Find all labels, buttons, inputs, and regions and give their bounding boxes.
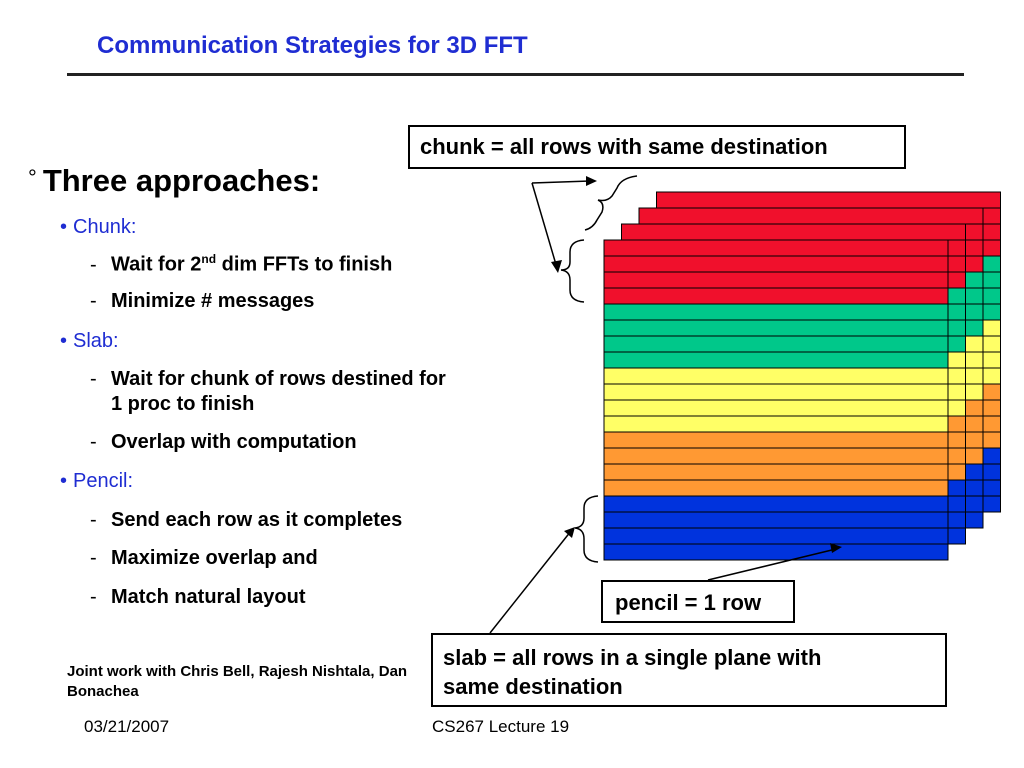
pencil-arrow-line xyxy=(707,548,837,581)
dash: - xyxy=(90,290,97,312)
row-green xyxy=(603,335,949,353)
slab-brace xyxy=(574,495,599,563)
pencil-item-2: -Maximize overlap and xyxy=(90,547,318,570)
chunk-arrow-line-b xyxy=(531,180,591,184)
row-yellow xyxy=(603,399,949,417)
item-text: Send each row as it completes xyxy=(111,509,403,531)
approach-label: Chunk: xyxy=(73,216,137,238)
slab-callout-line-1: slab = all rows in a single plane with xyxy=(443,645,822,670)
approach-pencil: •Pencil: xyxy=(60,470,133,493)
row-yellow xyxy=(603,383,949,401)
approach-chunk: •Chunk: xyxy=(60,216,136,239)
pencil-arrowhead xyxy=(830,543,842,553)
heading-text: Three approaches: xyxy=(42,163,321,198)
slab-arrow-line xyxy=(489,530,572,634)
row-yellow xyxy=(603,367,949,385)
row-orange xyxy=(603,431,949,449)
item-text: Overlap with computation xyxy=(111,431,357,453)
row-blue xyxy=(603,543,949,561)
title-underline xyxy=(67,73,964,76)
row-red xyxy=(603,271,949,289)
item-text: Maximize overlap and xyxy=(111,547,318,569)
pencil-definition-callout: pencil = 1 row xyxy=(601,580,795,623)
row-yellow xyxy=(603,415,949,433)
item-text: Minimize # messages xyxy=(111,290,315,312)
row-red xyxy=(603,239,949,257)
chunk-arrowhead-a xyxy=(551,260,562,273)
bullet-dot: • xyxy=(60,216,68,238)
row-red xyxy=(603,255,949,273)
dash: - xyxy=(90,547,97,569)
bullet-dot: • xyxy=(60,330,68,352)
approach-slab: •Slab: xyxy=(60,330,119,353)
row-blue xyxy=(603,495,949,513)
chunk-arrow-line-a xyxy=(531,182,558,269)
slab-item-1-continued: 1 proc to finish xyxy=(111,393,255,415)
annotations-group xyxy=(489,175,842,634)
item-superscript: nd xyxy=(201,252,217,266)
credit-note: Joint work with Chris Bell, Rajesh Nisht… xyxy=(67,663,408,700)
dash: - xyxy=(90,368,97,390)
row-blue xyxy=(603,511,949,529)
planes-group xyxy=(603,191,1001,561)
footer-date: 03/21/2007 xyxy=(84,717,170,736)
row-green xyxy=(603,351,949,369)
chunk-definition-callout: chunk = all rows with same destination xyxy=(408,125,906,169)
row-green xyxy=(603,319,949,337)
slab-callout-line-2: same destination xyxy=(443,674,623,699)
row-red xyxy=(656,191,1001,209)
row-blue xyxy=(603,527,949,545)
chunk-item-2: -Minimize # messages xyxy=(90,290,314,313)
top-plane-chunk-brace xyxy=(584,175,638,231)
footer-course: CS267 Lecture 19 xyxy=(432,717,570,736)
item-text: Wait for chunk of rows destined for xyxy=(111,368,446,390)
row-red xyxy=(621,223,966,241)
bullet-dot: • xyxy=(60,470,68,492)
item-text-after: dim FFTs to finish xyxy=(216,253,393,276)
chunk-arrowhead-b xyxy=(586,176,597,186)
row-red xyxy=(603,287,949,305)
row-green xyxy=(603,303,949,321)
item-text: Match natural layout xyxy=(111,586,306,608)
slab-definition-callout: slab = all rows in a single plane with s… xyxy=(431,633,947,707)
front-chunk-brace xyxy=(560,239,585,303)
dash: - xyxy=(90,586,97,608)
heading-bullet: °Three approaches: xyxy=(28,163,320,199)
row-orange xyxy=(603,447,949,465)
row-orange xyxy=(603,479,949,497)
item-text: Wait for 2 xyxy=(111,253,202,276)
plane-1 xyxy=(603,239,949,561)
row-red xyxy=(638,207,984,225)
chunk-item-1: -Wait for 2nd dim FFTs to finish xyxy=(90,252,392,277)
dash: - xyxy=(90,431,97,453)
dash: - xyxy=(90,509,97,531)
pencil-item-1: -Send each row as it completes xyxy=(90,509,402,532)
heading-marker: ° xyxy=(28,165,37,190)
slab-item-1: -Wait for chunk of rows destined for xyxy=(90,368,446,391)
pencil-item-3: -Match natural layout xyxy=(90,586,305,609)
slab-item-2: -Overlap with computation xyxy=(90,431,357,454)
slide-title: Communication Strategies for 3D FFT xyxy=(97,32,528,59)
approach-label: Pencil: xyxy=(73,470,134,492)
dash: - xyxy=(90,253,97,276)
slab-arrowhead xyxy=(564,527,575,538)
approach-label: Slab: xyxy=(73,330,119,352)
row-orange xyxy=(603,463,949,481)
